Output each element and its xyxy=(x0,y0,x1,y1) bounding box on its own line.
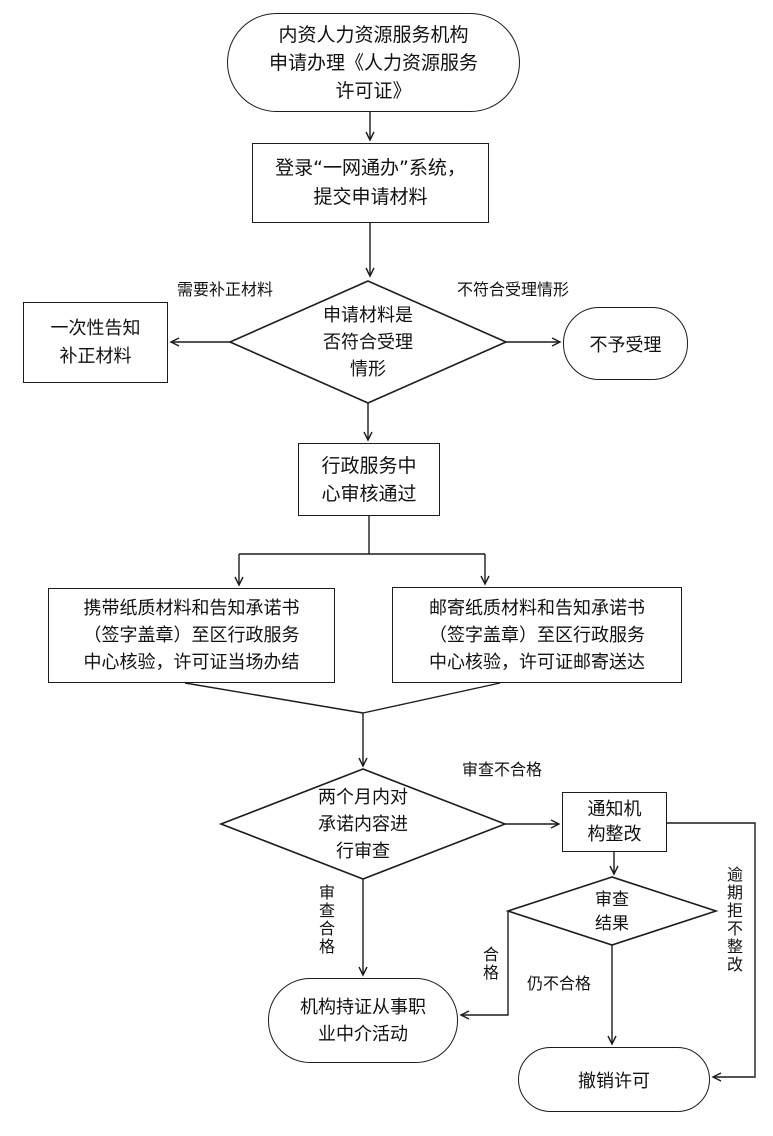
revoke-label: 撤销许可 xyxy=(578,1070,650,1092)
bring-materials-label: 携带纸质材料和告知承诺书 （签字盖章）至区行政服务 中心核验，许可证当场办结 xyxy=(83,598,300,673)
reject-terminator: 不予受理 xyxy=(563,307,688,380)
edge-merge-left xyxy=(184,682,364,714)
edge-label-still-fail: 仍不合格 xyxy=(527,974,592,993)
rectify-process: 通知机 构整改 xyxy=(562,792,667,852)
edge-result-license xyxy=(459,911,509,1020)
reject-label: 不予受理 xyxy=(589,334,662,356)
edge-label-review-fail: 审查不合格 xyxy=(462,760,543,779)
result-decision-label: 审查 结果 xyxy=(595,889,629,934)
approve-label: 行政服务中 心审核通过 xyxy=(321,454,417,505)
correction-process: 一次性告知 补正材料 xyxy=(23,302,168,383)
license-terminator: 机构持证从事职 业中介活动 xyxy=(268,978,458,1063)
rectify-label: 通知机 构整改 xyxy=(587,799,642,845)
review-decision-label: 两个月内对 承诺内容进 行审查 xyxy=(318,786,408,862)
review-decision-diamond xyxy=(218,768,508,880)
license-label: 机构持证从事职 业中介活动 xyxy=(300,996,426,1045)
revoke-terminator: 撤销许可 xyxy=(518,1047,710,1112)
edge-label-not-acceptable: 不符合受理情形 xyxy=(457,280,570,299)
start-terminator: 内资人力资源服务机构 申请办理《人力资源服务 许可证》 xyxy=(227,13,520,112)
submit-label: 登录“一网通办”系统， 提交申请材料 xyxy=(275,157,466,208)
correction-label: 一次性告知 补正材料 xyxy=(50,317,141,367)
start-label: 内资人力资源服务机构 申请办理《人力资源服务 许可证》 xyxy=(268,23,478,102)
submit-process: 登录“一网通办”系统， 提交申请材料 xyxy=(252,143,489,223)
edge-merge-right xyxy=(362,682,501,714)
edge-label-overdue-refuse: 逾期拒不整改 xyxy=(724,866,743,974)
bring-materials-process: 携带纸质材料和告知承诺书 （签字盖章）至区行政服务 中心核验，许可证当场办结 xyxy=(48,588,335,683)
edge-label-need-correction: 需要补正材料 xyxy=(177,280,274,299)
mail-materials-process: 邮寄纸质材料和告知承诺书 （签字盖章）至区行政服务 中心核验，许可证邮寄送达 xyxy=(392,587,682,683)
edge-label-pass: 合格 xyxy=(480,946,499,982)
mail-materials-label: 邮寄纸质材料和告知承诺书 （签字盖章）至区行政服务 中心核验，许可证邮寄送达 xyxy=(429,597,645,673)
edge-approve-split xyxy=(239,516,485,555)
accept-decision-label: 申请材料是 否符合受理 情形 xyxy=(323,305,413,380)
edge-label-review-pass: 审查合格 xyxy=(316,884,335,956)
result-decision-diamond xyxy=(505,876,719,946)
edge-rectify-revoke xyxy=(667,822,756,1082)
approve-process: 行政服务中 心审核通过 xyxy=(298,443,440,516)
accept-decision-diamond xyxy=(228,280,508,404)
